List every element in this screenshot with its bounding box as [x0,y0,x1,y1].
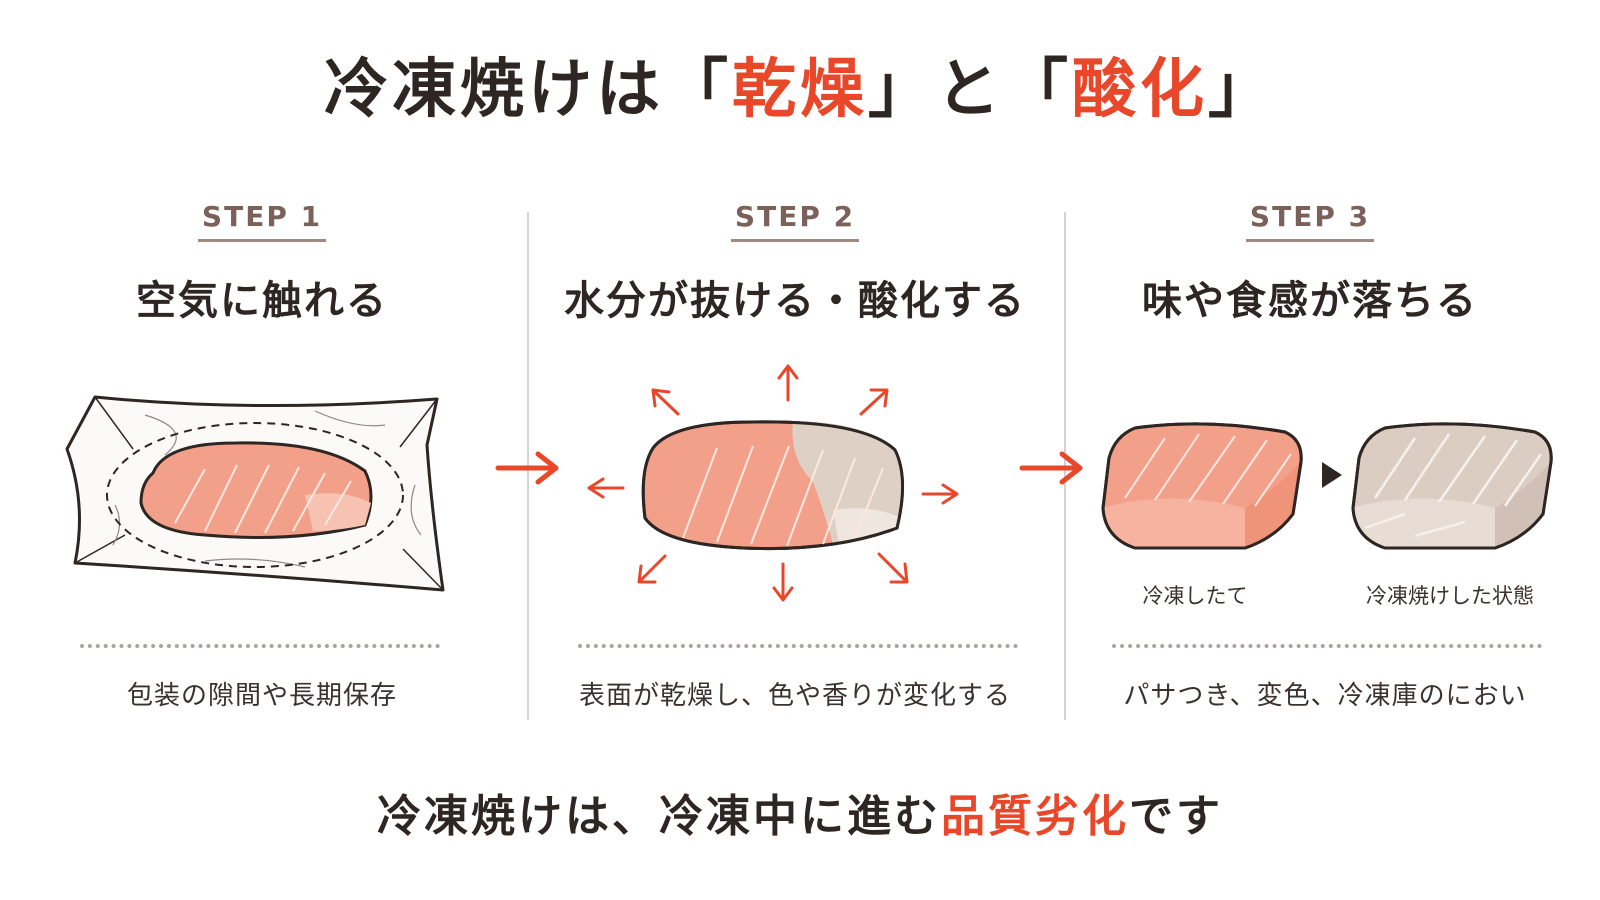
step-1: STEP 1 空気に触れる [12,200,512,326]
footer-text: 冷凍焼けは、冷凍中に進む [377,791,941,842]
plastic-wrap-icon [65,395,445,592]
step-2-heading: 水分が抜ける・酸化する [564,278,1026,324]
title-part1: 冷凍焼けは「 [324,53,732,127]
footer-suffix: です [1129,791,1223,842]
title-emphasis-dryness: 乾燥 [732,53,868,127]
footer-summary: 冷凍焼けは、冷凍中に進む品質劣化です [0,780,1600,844]
footer-emphasis: 品質劣化 [941,791,1129,842]
step-3: STEP 3 味や食感が落ちる [1060,200,1560,326]
step-2-caption: 表面が乾燥し、色や香りが変化する [578,681,1011,711]
salmon-drying-illustration [587,364,959,602]
step-2-dotted-rule [578,644,1018,648]
salmon-fillet-icon [139,441,373,539]
title-part3: 」 [1208,53,1276,127]
step-2: STEP 2 水分が抜ける・酸化する [545,200,1045,326]
step-3-label: STEP 3 [1245,200,1375,242]
step-1-caption: 包装の隙間や長期保存 [126,681,397,711]
fresh-salmon-block-icon [1101,422,1303,550]
step-3-heading: 味や食感が落ちる [1142,278,1478,324]
arrow-right-icon [1019,451,1083,485]
arrow-right-icon [495,451,559,485]
freezer-burned-label: 冷凍焼けした状態 [1366,584,1534,608]
fresh-frozen-label: 冷凍したて [1142,584,1248,608]
step-1-label: STEP 1 [197,200,327,242]
step-1-dotted-rule [80,644,440,648]
page-title: 冷凍焼けは「乾燥」と「酸化」 [0,52,1600,129]
title-part2: 」と「 [868,53,1072,127]
freezer-burned-salmon-block-icon [1351,422,1553,550]
step-3-dotted-rule [1112,644,1542,648]
step-3-caption: パサつき、変色、冷凍庫のにおい [1123,681,1527,711]
evaporation-arrows [587,364,959,602]
play-triangle-icon [1322,462,1342,488]
title-emphasis-oxidation: 酸化 [1072,53,1208,127]
step-2-label: STEP 2 [730,200,860,242]
step-1-heading: 空気に触れる [136,278,388,324]
